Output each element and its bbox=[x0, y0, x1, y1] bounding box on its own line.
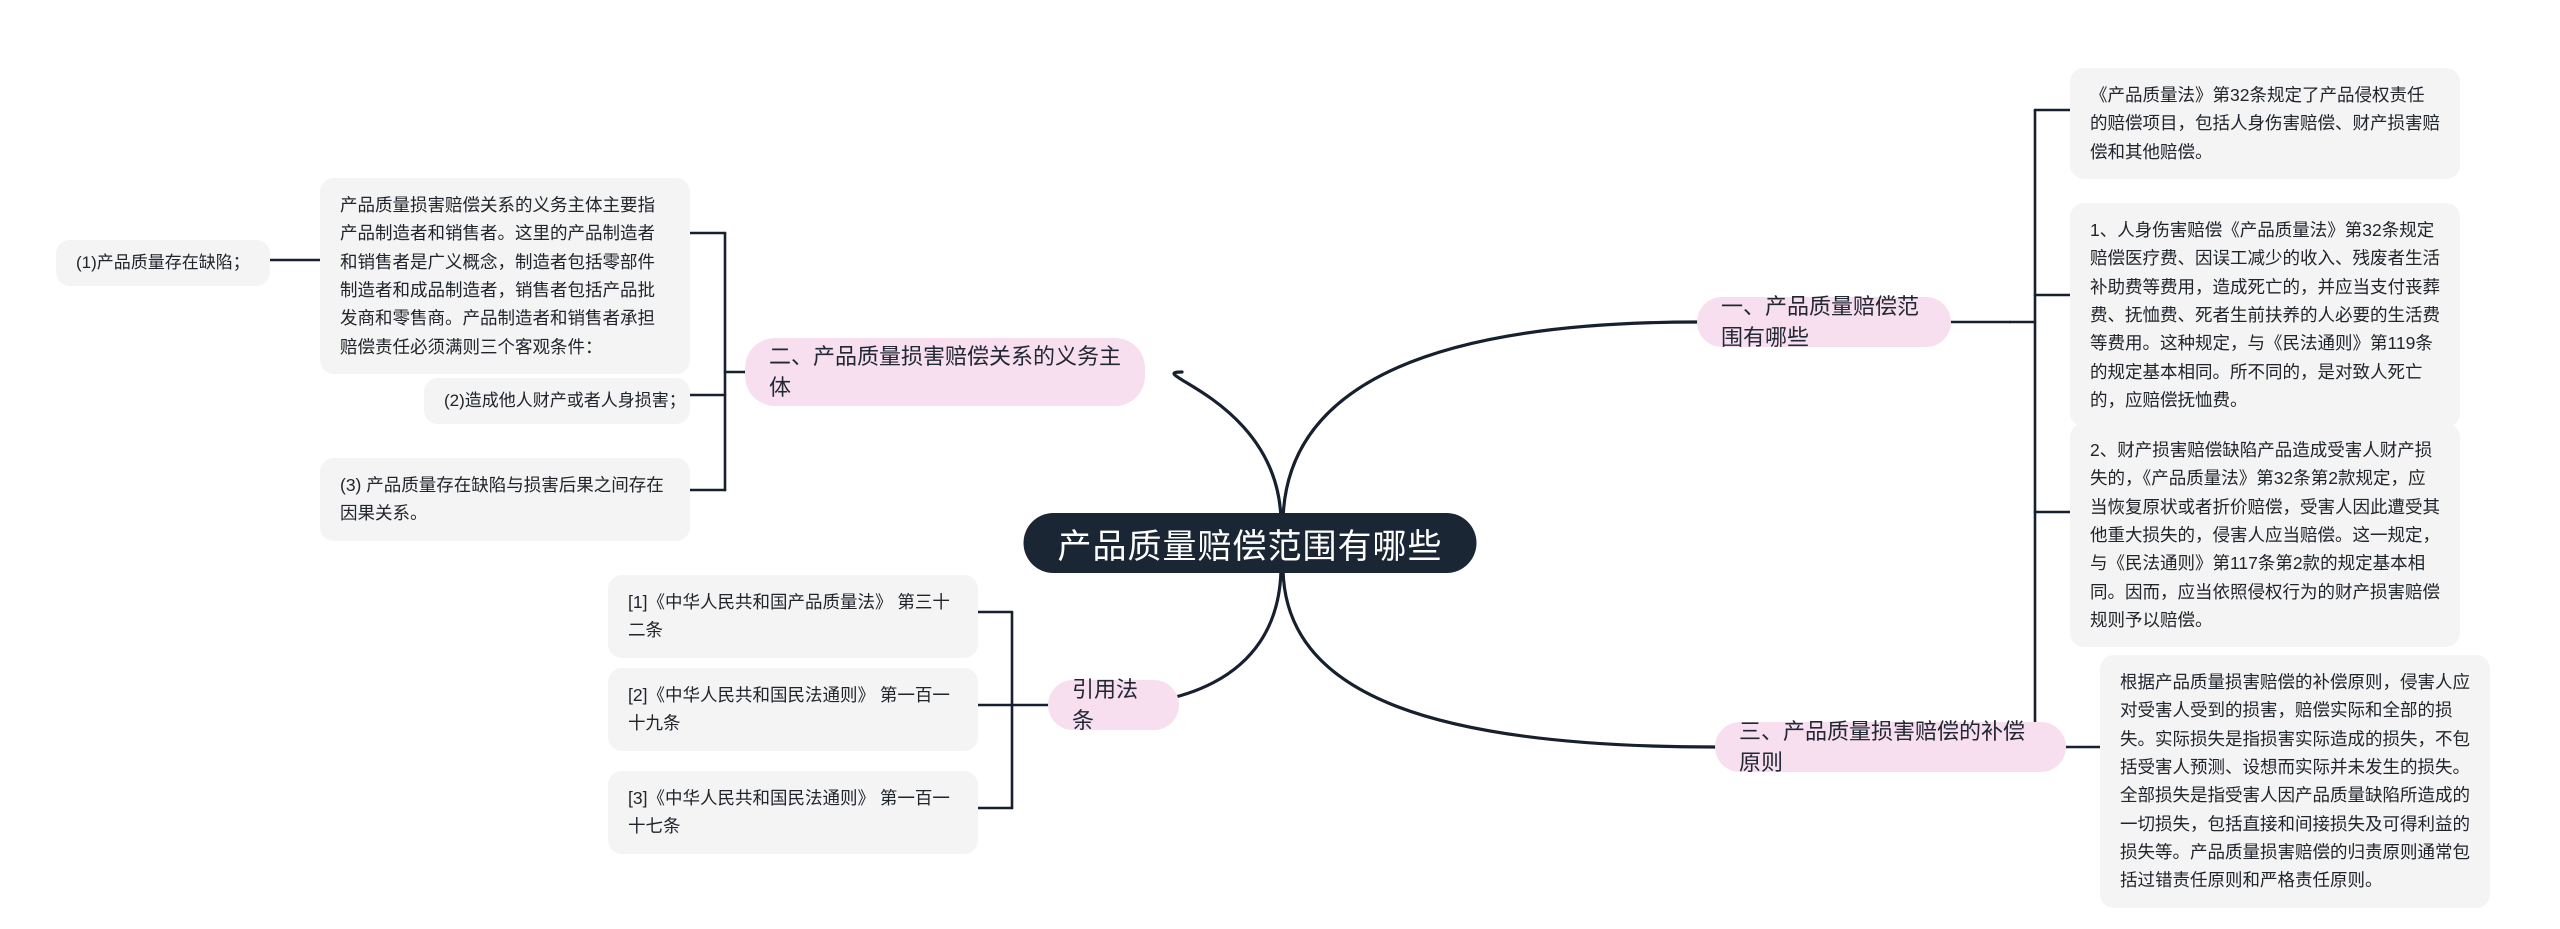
leaf-branch2-child-3-text: (3) 产品质量存在缺陷与损害后果之间存在因果关系。 bbox=[340, 475, 664, 524]
leaf-branch4-child-2-text: [2]《中华人民共和国民法通则》 第一百一十九条 bbox=[628, 685, 950, 734]
leaf-branch4-child-1-text: [1]《中华人民共和国产品质量法》 第三十二条 bbox=[628, 592, 950, 641]
leaf-branch4-child-3-text: [3]《中华人民共和国民法通则》 第一百一十七条 bbox=[628, 788, 950, 837]
link-root-to-branch2 bbox=[1172, 370, 1283, 522]
leaf-branch2-child-1[interactable]: 产品质量损害赔偿关系的义务主体主要指产品制造者和销售者。这里的产品制造者和销售者… bbox=[320, 178, 690, 375]
leaf-branch1-child-3[interactable]: 2、财产损害赔偿缺陷产品造成受害人财产损失的，《产品质量法》第32条第2款规定，… bbox=[2070, 423, 2460, 648]
branch-node-2[interactable]: 二、产品质量损害赔偿关系的义务主体 bbox=[745, 338, 1145, 406]
root-node[interactable]: 产品质量赔偿范围有哪些 bbox=[1023, 513, 1477, 573]
root-node-label: 产品质量赔偿范围有哪些 bbox=[1057, 527, 1443, 566]
leaf-branch1-child-1-text: 《产品质量法》第32条规定了产品侵权责任的赔偿项目，包括人身伤害赔偿、财产损害赔… bbox=[2090, 85, 2440, 162]
leaf-branch4-child-3[interactable]: [3]《中华人民共和国民法通则》 第一百一十七条 bbox=[608, 771, 978, 854]
leaf-branch3-child-1-text: 根据产品质量损害赔偿的补偿原则，侵害人应对受害人受到的损害，赔偿实际和全部的损失… bbox=[2120, 672, 2470, 891]
branch-node-1[interactable]: 一、产品质量赔偿范围有哪些 bbox=[1697, 294, 1951, 350]
branch-node-4[interactable]: 引用法条 bbox=[1048, 677, 1179, 733]
branch-node-3-label: 三、产品质量损害赔偿的补偿原则 bbox=[1739, 718, 2026, 775]
leaf-branch4-child-2[interactable]: [2]《中华人民共和国民法通则》 第一百一十九条 bbox=[608, 668, 978, 751]
branch-node-4-label: 引用法条 bbox=[1072, 676, 1139, 733]
link-root-to-branch1 bbox=[1281, 320, 1699, 522]
leaf-branch1-child-2-text: 1、人身伤害赔偿《产品质量法》第32条规定赔偿医疗费、因误工减少的收入、残废者生… bbox=[2090, 220, 2440, 411]
leaf-branch1-child-2[interactable]: 1、人身伤害赔偿《产品质量法》第32条规定赔偿医疗费、因误工减少的收入、残废者生… bbox=[2070, 203, 2460, 428]
leaf-branch1-child-3-text: 2、财产损害赔偿缺陷产品造成受害人财产损失的，《产品质量法》第32条第2款规定，… bbox=[2090, 440, 2440, 631]
leaf-branch2-child-2-text: (2)造成他人财产或者人身损害； bbox=[444, 391, 686, 410]
leaf-branch2-child-3[interactable]: (3) 产品质量存在缺陷与损害后果之间存在因果关系。 bbox=[320, 458, 690, 541]
leaf-branch2-grandchild-1-text: (1)产品质量存在缺陷； bbox=[76, 253, 250, 272]
leaf-branch4-child-1[interactable]: [1]《中华人民共和国产品质量法》 第三十二条 bbox=[608, 575, 978, 658]
branch-node-2-label: 二、产品质量损害赔偿关系的义务主体 bbox=[769, 343, 1122, 400]
link-root-to-branch3 bbox=[1281, 568, 1717, 749]
leaf-branch2-grandchild-1[interactable]: (1)产品质量存在缺陷； bbox=[56, 240, 270, 286]
leaf-branch1-child-1[interactable]: 《产品质量法》第32条规定了产品侵权责任的赔偿项目，包括人身伤害赔偿、财产损害赔… bbox=[2070, 68, 2460, 180]
leaf-branch2-child-2[interactable]: (2)造成他人财产或者人身损害； bbox=[424, 378, 690, 424]
leaf-branch2-child-1-text: 产品质量损害赔偿关系的义务主体主要指产品制造者和销售者。这里的产品制造者和销售者… bbox=[340, 195, 655, 357]
branch-node-1-label: 一、产品质量赔偿范围有哪些 bbox=[1721, 293, 1920, 350]
leaf-branch3-child-1[interactable]: 根据产品质量损害赔偿的补偿原则，侵害人应对受害人受到的损害，赔偿实际和全部的损失… bbox=[2100, 655, 2490, 908]
branch-node-3[interactable]: 三、产品质量损害赔偿的补偿原则 bbox=[1715, 719, 2066, 775]
